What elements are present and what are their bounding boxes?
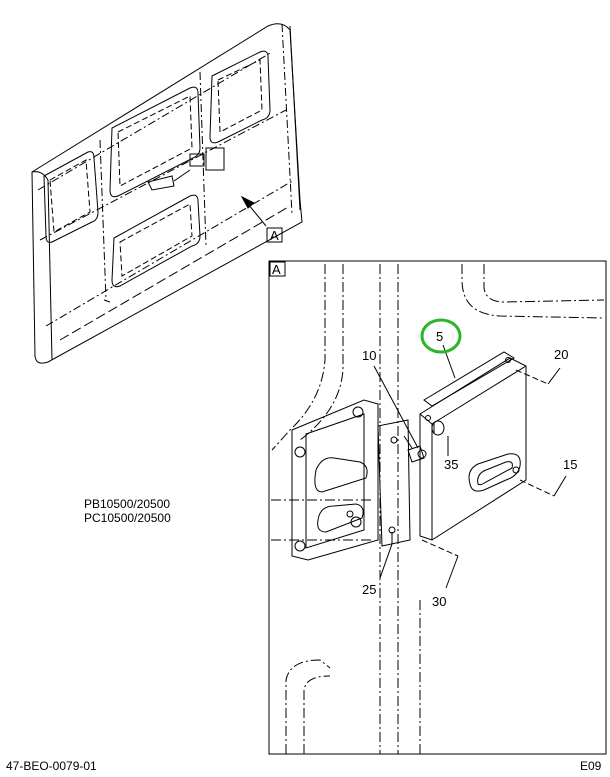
cab-wall-overview xyxy=(31,23,303,364)
leader-25 xyxy=(379,532,393,579)
leader-20a xyxy=(515,369,549,385)
detail-drawing xyxy=(271,264,605,754)
leader-30a xyxy=(421,539,459,557)
leader-30b xyxy=(445,555,459,589)
callout-10: 10 xyxy=(362,348,376,363)
callout-5: 5 xyxy=(436,329,443,344)
callout-20: 20 xyxy=(554,347,568,362)
view-arrow xyxy=(240,195,283,243)
detail-title: A xyxy=(272,262,281,277)
detail-frame xyxy=(268,260,607,755)
leader-10 xyxy=(373,365,419,449)
sheet-code: E09 xyxy=(580,759,602,773)
callout-30: 30 xyxy=(432,594,446,609)
drawing-number: 47-BEO-0079-01 xyxy=(6,759,97,773)
highlight-circle xyxy=(420,318,462,354)
applicability-line-2: PC10500/20500 xyxy=(84,511,171,525)
leader-15a xyxy=(519,479,555,497)
leader-15b xyxy=(553,475,567,497)
callout-35: 35 xyxy=(444,457,458,472)
callout-15: 15 xyxy=(563,457,577,472)
applicability-line-1: PB10500/20500 xyxy=(84,497,171,511)
callout-a-pointer: A xyxy=(270,228,279,243)
leader-20b xyxy=(547,367,561,385)
callout-25: 25 xyxy=(362,582,376,597)
detail-label-box xyxy=(269,261,286,277)
